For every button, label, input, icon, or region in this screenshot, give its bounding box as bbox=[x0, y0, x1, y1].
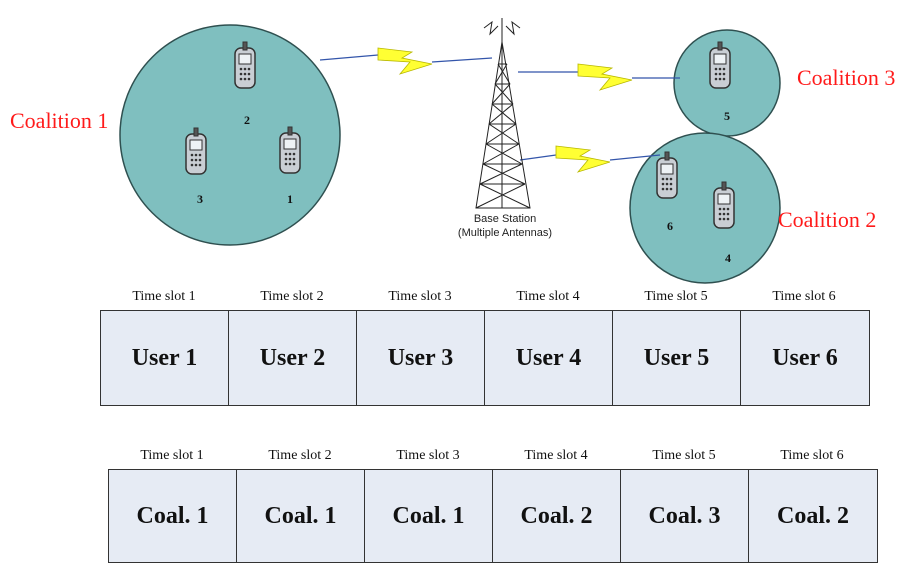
coalition-slot-cell: Coal. 1 bbox=[365, 470, 493, 562]
phone-2-number: 2 bbox=[244, 113, 250, 127]
phone-3-number: 3 bbox=[197, 192, 203, 206]
slot-label: Time slot 2 bbox=[268, 448, 332, 463]
phone-4-icon bbox=[713, 181, 735, 229]
coalition-slot-cell: Coal. 1 bbox=[237, 470, 365, 562]
slot-label: Time slot 4 bbox=[516, 289, 580, 304]
coalition-1-circle bbox=[119, 24, 341, 246]
coalition-schedule-table: Coal. 1 Coal. 1 Coal. 1 Coal. 2 Coal. 3 … bbox=[108, 469, 878, 563]
coalition-3-label: Coalition 3 bbox=[797, 65, 895, 90]
slot-label: Time slot 2 bbox=[260, 289, 324, 304]
slot-label: Time slot 5 bbox=[644, 289, 708, 304]
slot-label: Time slot 4 bbox=[524, 448, 588, 463]
slot-label: Time slot 3 bbox=[388, 289, 452, 304]
coalition-slot-cell: Coal. 2 bbox=[493, 470, 621, 562]
phone-6-number: 6 bbox=[667, 219, 673, 233]
user-slot-cell: User 1 bbox=[101, 311, 229, 405]
wireless-link-coalition-1 bbox=[319, 47, 493, 75]
phone-1-number: 1 bbox=[287, 192, 293, 206]
base-station-sublabel: (Multiple Antennas) bbox=[458, 227, 552, 239]
wireless-link-coalition-2 bbox=[519, 145, 661, 173]
slot-label: Time slot 6 bbox=[780, 448, 844, 463]
coalition-slot-cell: Coal. 1 bbox=[109, 470, 237, 562]
coalition-2-label: Coalition 2 bbox=[778, 207, 876, 232]
phone-5-icon bbox=[709, 41, 731, 89]
phone-4-number: 4 bbox=[725, 251, 731, 265]
wireless-link-coalition-3 bbox=[518, 63, 680, 91]
phone-1-icon bbox=[279, 126, 301, 174]
user-slot-cell: User 3 bbox=[357, 311, 485, 405]
base-station-tower-icon bbox=[475, 18, 531, 209]
user-schedule-slot-labels: Time slot 1 Time slot 2 Time slot 3 Time… bbox=[100, 289, 880, 305]
coalition-schedule-slot-labels: Time slot 1 Time slot 2 Time slot 3 Time… bbox=[108, 448, 878, 464]
base-station-label: Base Station bbox=[474, 213, 536, 225]
slot-label: Time slot 1 bbox=[132, 289, 196, 304]
phone-2-icon bbox=[234, 41, 256, 89]
user-slot-cell: User 5 bbox=[613, 311, 741, 405]
phone-6-icon bbox=[656, 151, 678, 199]
phone-5-number: 5 bbox=[724, 109, 730, 123]
slot-label: Time slot 6 bbox=[772, 289, 836, 304]
slot-label: Time slot 3 bbox=[396, 448, 460, 463]
coalition-1-label: Coalition 1 bbox=[10, 108, 108, 133]
slot-label: Time slot 5 bbox=[652, 448, 716, 463]
user-slot-cell: User 4 bbox=[485, 311, 613, 405]
phone-3-icon bbox=[185, 127, 207, 175]
user-slot-cell: User 6 bbox=[772, 344, 838, 371]
user-slot-cell: User 2 bbox=[229, 311, 357, 405]
user-schedule-table: User 1 User 2 User 3 User 4 User 5 User … bbox=[100, 310, 870, 406]
coalition-slot-cell: Coal. 3 bbox=[621, 470, 749, 562]
slot-label: Time slot 1 bbox=[140, 448, 204, 463]
coalition-slot-cell: Coal. 2 bbox=[777, 502, 849, 529]
